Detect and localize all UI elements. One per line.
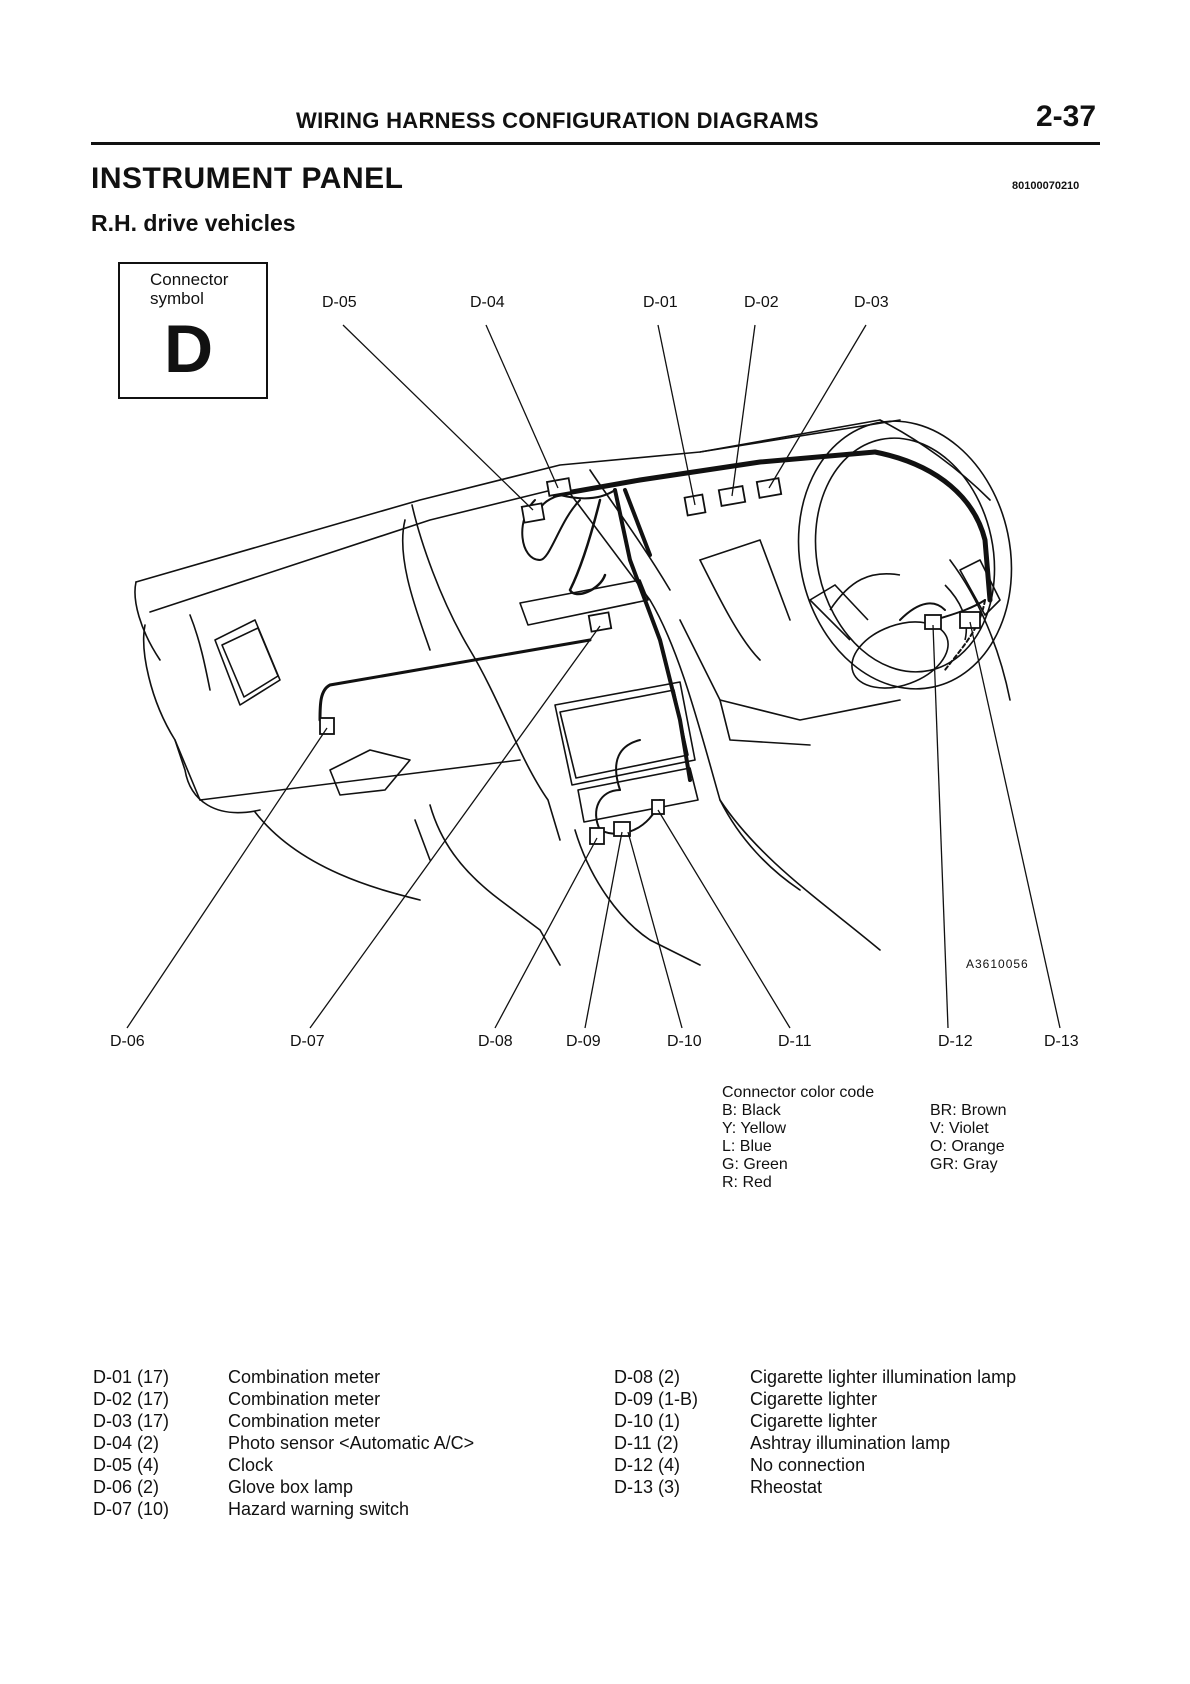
page-header-title: WIRING HARNESS CONFIGURATION DIAGRAMS bbox=[296, 108, 819, 133]
connector-list-right: D-08 (2) Cigarette lighter illumination l… bbox=[614, 1366, 1114, 1498]
list-item: D-03 (17) Combination meter bbox=[93, 1410, 613, 1432]
connector-color-code: Connector color code B: Black BR: Brown Y… bbox=[722, 1084, 1006, 1192]
label-d09: D-09 bbox=[566, 1033, 601, 1050]
connector-id: D-08 (2) bbox=[614, 1367, 681, 1387]
connector-id: D-03 (17) bbox=[93, 1411, 170, 1431]
connector-symbol-box: Connector symbol D bbox=[118, 262, 268, 399]
connector-symbol-label: Connector symbol bbox=[150, 270, 229, 308]
color-code-right: O: Orange bbox=[930, 1138, 1005, 1155]
color-code-row: B: Black BR: Brown bbox=[722, 1102, 1006, 1120]
label-d11: D-11 bbox=[778, 1033, 812, 1050]
label-d04: D-04 bbox=[470, 294, 505, 311]
list-item: D-06 (2) Glove box lamp bbox=[93, 1476, 613, 1498]
connector-id: D-09 (1-B) bbox=[614, 1389, 699, 1409]
section-title: INSTRUMENT PANEL bbox=[91, 162, 404, 195]
section-code: 80100070210 bbox=[1012, 180, 1080, 192]
connector-name: Hazard warning switch bbox=[228, 1499, 410, 1519]
leader-lines bbox=[126, 324, 1061, 1029]
connector-name: Ashtray illumination lamp bbox=[750, 1433, 951, 1453]
connector-name: Rheostat bbox=[750, 1477, 823, 1497]
label-d08: D-08 bbox=[478, 1033, 513, 1050]
list-item: D-09 (1-B) Cigarette lighter bbox=[614, 1388, 1114, 1410]
section-subtitle: R.H. drive vehicles bbox=[91, 210, 296, 236]
list-item: D-11 (2) Ashtray illumination lamp bbox=[614, 1432, 1114, 1454]
connector-name: Glove box lamp bbox=[228, 1477, 354, 1497]
label-d13: D-13 bbox=[1044, 1033, 1079, 1050]
label-d10: D-10 bbox=[667, 1033, 702, 1050]
color-code-row: G: Green GR: Gray bbox=[722, 1156, 998, 1174]
connector-name: Combination meter bbox=[228, 1367, 381, 1387]
label-d01: D-01 bbox=[643, 294, 678, 311]
connector-id: D-13 (3) bbox=[614, 1477, 681, 1497]
connector-id: D-10 (1) bbox=[614, 1411, 681, 1431]
color-code-left: B: Black bbox=[722, 1102, 781, 1119]
connector-name: Clock bbox=[228, 1455, 274, 1475]
label-d12: D-12 bbox=[938, 1033, 973, 1050]
header-rule bbox=[91, 142, 1100, 145]
list-item: D-12 (4) No connection bbox=[614, 1454, 1114, 1476]
figure-code: A3610056 bbox=[966, 957, 1029, 971]
connector-name: Cigarette lighter bbox=[750, 1389, 878, 1409]
dashboard-outline bbox=[134, 419, 1011, 966]
color-code-right: BR: Brown bbox=[930, 1102, 1007, 1119]
list-item: D-04 (2) Photo sensor <Automatic A/C> bbox=[93, 1432, 613, 1454]
connector-name: Cigarette lighter illumination lamp bbox=[750, 1367, 1017, 1387]
list-item: D-05 (4) Clock bbox=[93, 1454, 613, 1476]
connector-id: D-01 (17) bbox=[93, 1367, 170, 1387]
connector-name: Cigarette lighter bbox=[750, 1411, 878, 1431]
color-code-row: R: Red bbox=[722, 1174, 874, 1192]
steering-wheel bbox=[797, 420, 1013, 690]
connector-id: D-11 (2) bbox=[614, 1433, 679, 1453]
page-number: 2-37 bbox=[1036, 100, 1097, 133]
color-code-right: V: Violet bbox=[930, 1120, 989, 1137]
color-code-row: Y: Yellow V: Violet bbox=[722, 1120, 989, 1138]
label-d05: D-05 bbox=[322, 294, 357, 311]
connector-id: D-12 (4) bbox=[614, 1455, 681, 1475]
connector-name: Combination meter bbox=[228, 1411, 381, 1431]
connector-id: D-04 (2) bbox=[93, 1433, 160, 1453]
connector-id: D-02 (17) bbox=[93, 1389, 170, 1409]
list-item: D-13 (3) Rheostat bbox=[614, 1476, 1114, 1498]
connector-name: No connection bbox=[750, 1455, 866, 1475]
connector-name: Photo sensor <Automatic A/C> bbox=[228, 1433, 475, 1453]
color-code-left: G: Green bbox=[722, 1156, 788, 1173]
wiring-harness bbox=[318, 449, 993, 835]
color-code-right: GR: Gray bbox=[930, 1156, 998, 1173]
label-d07: D-07 bbox=[290, 1033, 325, 1050]
list-item: D-01 (17) Combination meter bbox=[93, 1366, 613, 1388]
label-d06: D-06 bbox=[110, 1033, 145, 1050]
color-code-left: R: Red bbox=[722, 1174, 772, 1191]
connector-list-left: D-01 (17) Combination meter D-02 (17) Comb… bbox=[93, 1366, 613, 1520]
label-d02: D-02 bbox=[744, 294, 779, 311]
connector-id: D-07 (10) bbox=[93, 1499, 170, 1519]
color-code-title: Connector color code bbox=[722, 1084, 875, 1101]
list-item: D-07 (10) Hazard warning switch bbox=[93, 1498, 613, 1520]
connector-id: D-05 (4) bbox=[93, 1455, 160, 1475]
connector-id: D-06 (2) bbox=[93, 1477, 160, 1497]
list-item: D-02 (17) Combination meter bbox=[93, 1388, 613, 1410]
label-d03: D-03 bbox=[854, 294, 889, 311]
list-item: D-08 (2) Cigarette lighter illumination l… bbox=[614, 1366, 1114, 1388]
list-item: D-10 (1) Cigarette lighter bbox=[614, 1410, 1114, 1432]
connector-symbol-letter: D bbox=[164, 311, 214, 387]
color-code-left: L: Blue bbox=[722, 1138, 772, 1155]
color-code-left: Y: Yellow bbox=[722, 1120, 787, 1137]
connector-name: Combination meter bbox=[228, 1389, 381, 1409]
color-code-row: L: Blue O: Orange bbox=[722, 1138, 1005, 1156]
